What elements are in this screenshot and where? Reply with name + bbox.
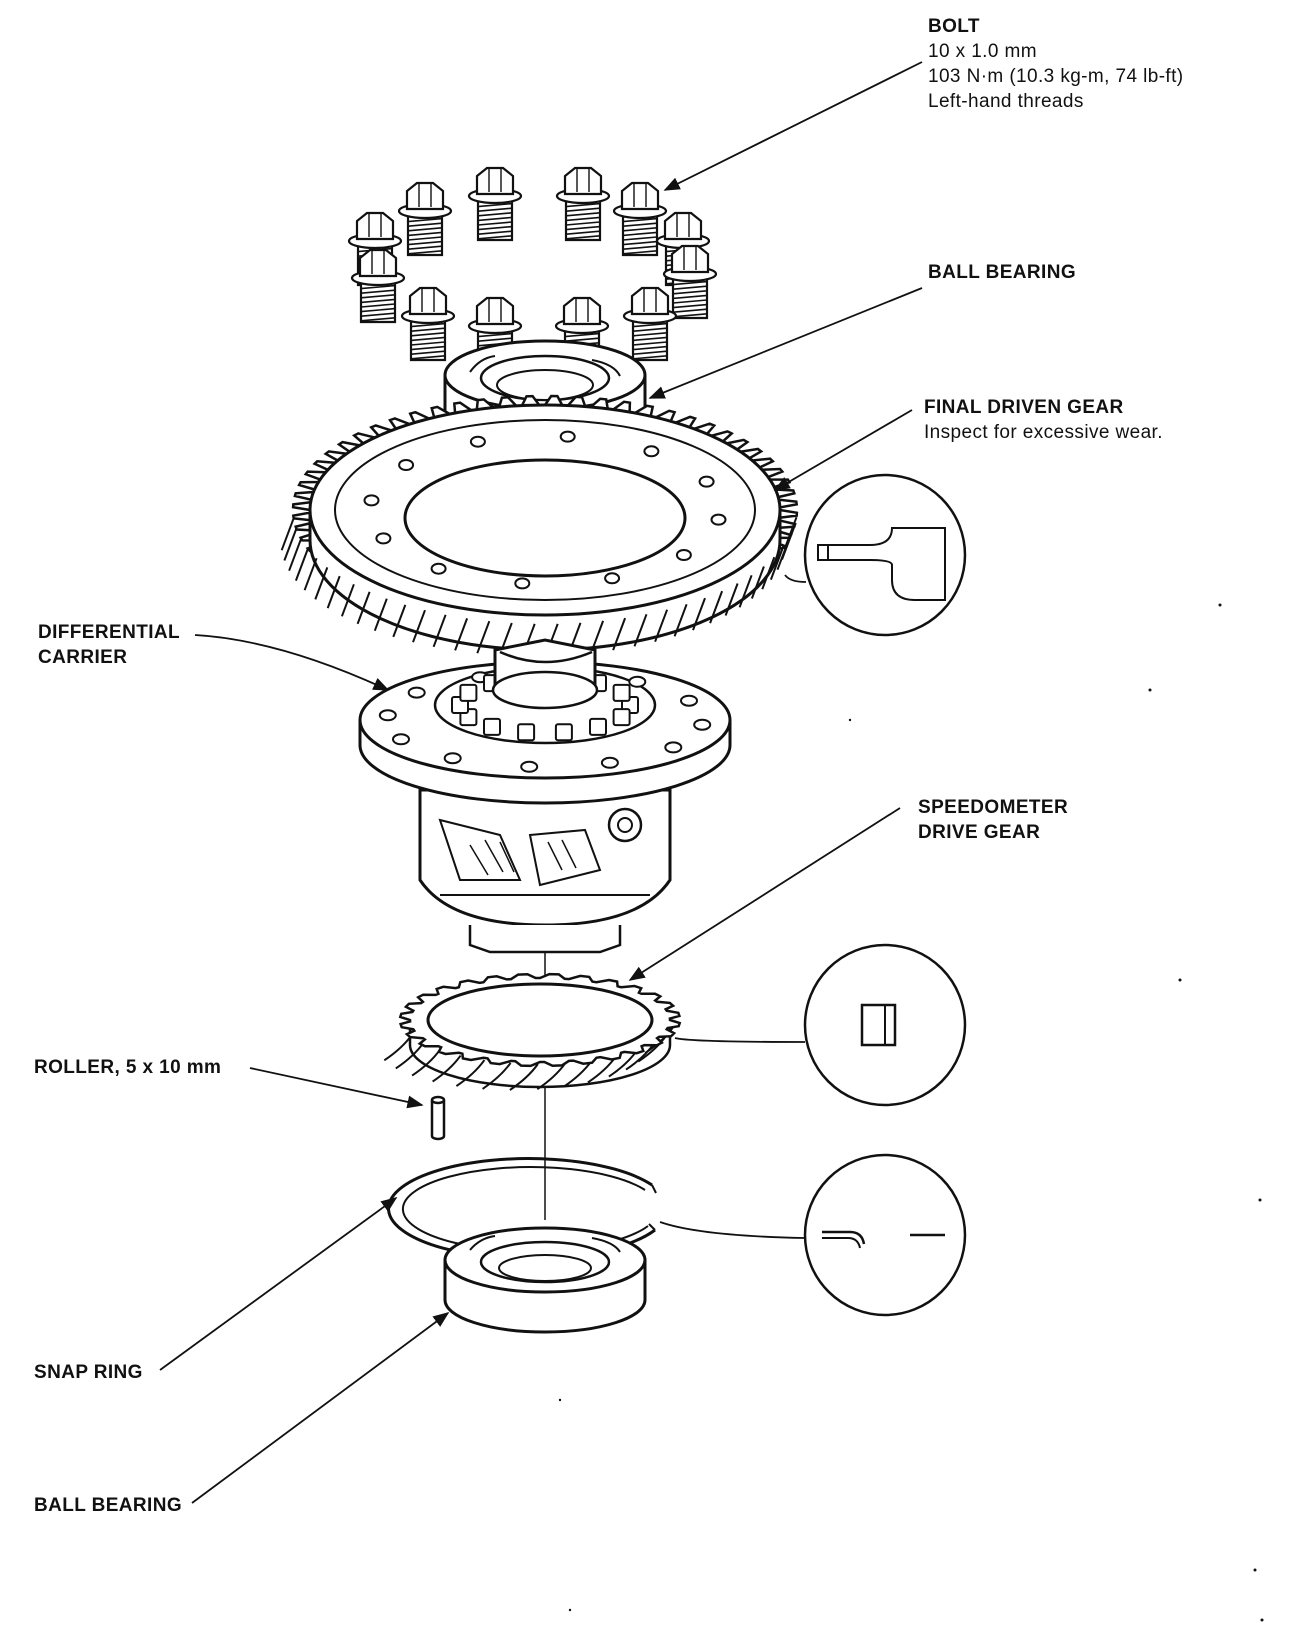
label-ball-bearing-top: BALL BEARING	[928, 260, 1076, 285]
label-bolt: BOLT 10 x 1.0 mm 103 N·m (10.3 kg-m, 74 …	[928, 14, 1184, 114]
label-speedometer-drive-gear: SPEEDOMETER DRIVE GEAR	[918, 795, 1068, 845]
bolt-group	[347, 166, 718, 372]
bolt	[555, 166, 611, 242]
leader-snap-ring	[159, 1197, 398, 1371]
differential-carrier-drawing	[358, 638, 732, 954]
leader-differential-carrier	[194, 634, 390, 691]
label-bolt-note: Left-hand threads	[928, 91, 1084, 112]
leader-ball-bearing-top	[648, 287, 923, 399]
label-differential-carrier: DIFFERENTIAL CARRIER	[38, 620, 180, 670]
bolt	[397, 181, 453, 257]
label-snap-ring-name: SNAP RING	[34, 1362, 143, 1383]
label-speedometer-drive-gear-line2: DRIVE GEAR	[918, 822, 1041, 843]
bolt	[622, 286, 678, 362]
label-final-driven-gear-name: FINAL DRIVEN GEAR	[924, 397, 1124, 418]
bolt	[467, 166, 523, 242]
label-ball-bearing-top-name: BALL BEARING	[928, 262, 1077, 283]
label-differential-carrier-line1: DIFFERENTIAL	[38, 622, 181, 643]
leader-speedometer-drive-gear	[628, 807, 901, 981]
leader-roller	[249, 1067, 424, 1109]
label-bolt-name: BOLT	[928, 16, 980, 37]
leader-bolt	[663, 61, 923, 191]
label-final-driven-gear: FINAL DRIVEN GEAR Inspect for excessive …	[924, 395, 1163, 445]
label-final-driven-gear-note: Inspect for excessive wear.	[924, 422, 1163, 443]
bolt	[400, 286, 456, 362]
label-differential-carrier-line2: CARRIER	[38, 647, 128, 668]
label-snap-ring: SNAP RING	[34, 1360, 143, 1385]
bolt	[350, 248, 406, 324]
detail-leader-gear	[784, 574, 807, 583]
detail-circle-snap-ring	[803, 1153, 967, 1317]
leader-ball-bearing-bottom	[191, 1312, 450, 1504]
label-roller: ROLLER, 5 x 10 mm	[34, 1055, 221, 1080]
label-roller-name: ROLLER, 5 x 10 mm	[34, 1057, 222, 1078]
label-ball-bearing-bottom: BALL BEARING	[34, 1493, 182, 1518]
speedometer-drive-gear-drawing	[383, 972, 682, 1091]
ball-bearing-bottom-drawing	[443, 1226, 647, 1334]
label-ball-bearing-bottom-name: BALL BEARING	[34, 1495, 183, 1516]
bolt	[612, 181, 668, 257]
label-bolt-size: 10 x 1.0 mm	[928, 41, 1037, 62]
bolt	[662, 244, 718, 320]
detail-leader-speedo	[674, 1037, 806, 1043]
roller-drawing	[430, 1095, 446, 1141]
detail-leader-snap	[659, 1221, 806, 1239]
label-bolt-torque: 103 N·m (10.3 kg-m, 74 lb-ft)	[928, 66, 1184, 87]
detail-circle-speedo-tooth	[803, 943, 967, 1107]
final-driven-gear-drawing	[280, 394, 799, 657]
detail-circle-gear-tooth	[803, 473, 967, 637]
label-speedometer-drive-gear-line1: SPEEDOMETER	[918, 797, 1069, 818]
leader-final-driven-gear	[773, 409, 913, 491]
